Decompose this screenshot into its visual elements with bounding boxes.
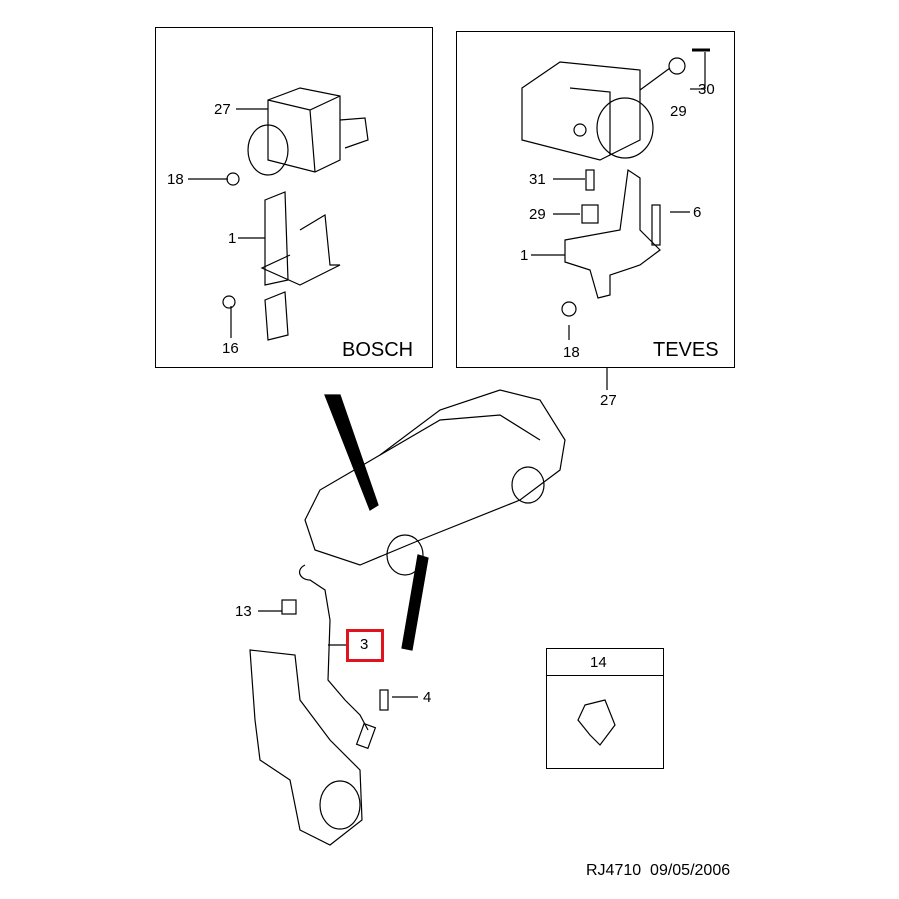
callout-14[interactable]: 14 — [590, 654, 607, 671]
callout-29-teves[interactable]: 29 — [529, 206, 546, 223]
nut-icon — [226, 172, 240, 186]
grommet-icon — [668, 57, 686, 75]
teves-panel — [456, 31, 735, 368]
clip-13-icon — [281, 599, 297, 615]
nut-icon — [222, 295, 236, 309]
teves-modulator-icon — [521, 61, 654, 161]
callout-16-bosch[interactable]: 16 — [222, 340, 239, 357]
callout-3-sensor[interactable]: 3 — [360, 636, 369, 653]
callout-30-teves[interactable]: 30 — [698, 81, 715, 98]
bosch-bracket-icon — [260, 191, 341, 341]
callout-18-bosch[interactable]: 18 — [167, 171, 184, 188]
callout-6-teves[interactable]: 6 — [693, 204, 702, 221]
nut-icon — [561, 301, 577, 317]
bosch-modulator-icon — [247, 87, 369, 176]
teves-title: TEVES — [653, 339, 719, 361]
teves-leaders — [531, 52, 706, 390]
grommet-icon — [581, 204, 599, 224]
wheel-speed-sensor-icon — [298, 564, 377, 750]
bosch-title: BOSCH — [342, 339, 414, 361]
bosch-panel — [155, 27, 433, 368]
pointer-arrow-icon — [324, 394, 379, 511]
callout-27-bosch[interactable]: 27 — [214, 101, 231, 118]
callout-1-teves[interactable]: 1 — [520, 247, 529, 264]
callout-29-teves-top[interactable]: 29 — [670, 103, 687, 120]
teves-bracket-icon — [564, 168, 661, 299]
callout-18-teves[interactable]: 18 — [563, 344, 580, 361]
stud-icon — [585, 169, 595, 191]
callout-31-teves[interactable]: 31 — [529, 171, 546, 188]
bolt-4-icon — [379, 689, 389, 711]
steering-knuckle-icon — [249, 649, 363, 846]
bosch-leaders — [188, 108, 268, 338]
highlight-box-3[interactable] — [346, 629, 384, 662]
callout-27-assembly[interactable]: 27 — [600, 392, 617, 409]
clip-14-icon — [577, 699, 616, 746]
footer-ref: RJ4710 09/05/2006 — [586, 862, 731, 879]
callout-1-bosch[interactable]: 1 — [228, 230, 237, 247]
callout-4[interactable]: 4 — [423, 689, 432, 706]
callout-13[interactable]: 13 — [235, 603, 252, 620]
bolt-icon — [651, 204, 661, 246]
car-icon — [304, 389, 566, 576]
pointer-arrow-icon — [401, 554, 429, 651]
clip-detail-header — [546, 648, 664, 676]
